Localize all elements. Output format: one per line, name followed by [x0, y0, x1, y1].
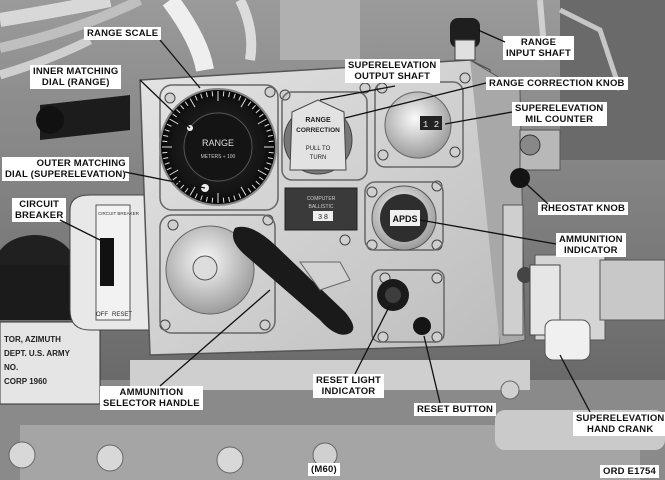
dial-tick	[268, 151, 274, 154]
label-range-scale: RANGE SCALE	[84, 27, 162, 40]
dial-tick	[251, 105, 256, 110]
caption-model: (M60)	[308, 463, 340, 476]
dial-tick	[238, 193, 242, 199]
dial-tick	[266, 129, 272, 132]
dial-tick	[264, 167, 270, 171]
dial-range-text: RANGE	[202, 138, 234, 148]
dial-tick	[228, 196, 231, 202]
dial-units-text: METERS ÷ 100	[201, 154, 236, 160]
dial-tick	[189, 98, 196, 108]
dial-tick	[240, 98, 247, 108]
left-plate-line2: DEPT. U.S. ARMY	[4, 349, 71, 358]
label-superelevation-mil-counter: SUPERELEVATION MIL COUNTER	[512, 102, 607, 126]
dial-tick	[233, 195, 236, 201]
dial-tick	[222, 91, 225, 97]
dial-tick	[267, 134, 273, 137]
dial-tick	[247, 187, 252, 193]
knob-correction-text: CORRECTION	[296, 127, 340, 134]
caption-ref: ORD E1754	[600, 465, 660, 478]
label-range-input-shaft: RANGE INPUT SHAFT	[503, 36, 575, 60]
label-circuit-breaker: CIRCUIT BREAKER	[12, 198, 67, 222]
plate-line1: COMPUTER	[307, 196, 336, 202]
label-reset-light-indicator: RESET LIGHT INDICATOR	[313, 374, 385, 398]
dial-tick	[162, 151, 168, 154]
ammo-value-text: APDS	[392, 214, 417, 224]
label-superelevation-output-shaft: SUPERELEVATION OUTPUT SHAFT	[345, 59, 440, 83]
label-ammunition-selector-handle: AMMUNITION SELECTOR HANDLE	[100, 386, 203, 410]
cb-reset-text: RESET	[112, 312, 132, 318]
plate-number: 3 8	[318, 214, 328, 221]
dial-tick	[166, 167, 172, 171]
dial-tick	[255, 109, 260, 114]
left-plate-line1: TOR, AZIMUTH	[4, 335, 61, 344]
dial-tick	[255, 180, 260, 185]
label-superelevation-hand-crank: SUPERELEVATION HAND CRANK	[573, 412, 665, 436]
dial-tick	[194, 193, 198, 199]
dial-tick	[238, 95, 242, 101]
cb-plate-label: CIRCUIT BREAKER	[98, 211, 140, 216]
dial-tick	[205, 196, 208, 202]
dial-tick	[258, 176, 264, 181]
label-range-correction-knob: RANGE CORRECTION KNOB	[486, 77, 628, 90]
dial-tick	[247, 101, 252, 107]
knob-turn-text: TURN	[310, 155, 327, 161]
dial-tick	[164, 129, 170, 132]
dial-tick	[184, 187, 189, 193]
left-plate-line3: NO.	[4, 363, 18, 372]
knob-range-text: RANGE	[305, 117, 331, 124]
mil-counter-value: 1 2	[423, 120, 439, 130]
dial-tick	[251, 184, 256, 189]
label-reset-button: RESET BUTTON	[414, 403, 497, 416]
dial-tick	[162, 140, 168, 143]
dial-tick	[164, 162, 170, 165]
dial-tick	[258, 113, 264, 118]
dial-tick	[240, 186, 247, 196]
dial-tick	[222, 197, 225, 203]
knob-pull-text: PULL TO	[306, 146, 331, 152]
label-inner-matching-dial: INNER MATCHING DIAL (RANGE)	[30, 65, 122, 89]
label-ammunition-indicator: AMMUNITION INDICATOR	[556, 233, 626, 257]
dial-tick	[194, 95, 198, 101]
dial-tick	[228, 92, 231, 98]
label-rheostat-knob: RHEOSTAT KNOB	[538, 202, 629, 215]
dial-tick	[211, 91, 214, 97]
cb-off-text: OFF	[96, 312, 108, 318]
dial-tick	[163, 134, 169, 137]
dial-tick	[267, 157, 273, 160]
dial-tick	[200, 93, 203, 99]
dial-tick	[264, 123, 270, 127]
dial-tick	[163, 157, 169, 160]
dial-tick	[257, 118, 267, 125]
plate-line2: BALLISTIC	[308, 204, 333, 210]
dial-tick	[266, 162, 272, 165]
dial-tick	[257, 169, 267, 176]
label-outer-matching-dial: OUTER MATCHING DIAL (SUPERELEVATION)	[2, 157, 129, 181]
dial-tick	[233, 93, 236, 99]
dial-tick	[268, 140, 274, 143]
left-plate-line4: CORP 1960	[4, 377, 48, 386]
dial-tick	[200, 195, 203, 201]
dial-tick	[205, 92, 208, 98]
dial-tick	[211, 197, 214, 203]
